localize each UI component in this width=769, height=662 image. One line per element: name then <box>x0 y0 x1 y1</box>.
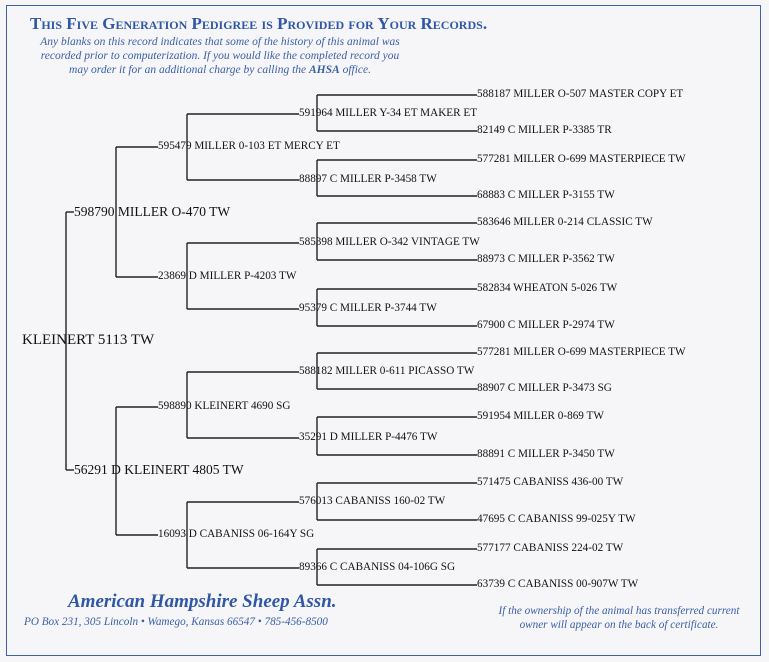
great-great-grandparent: 588187 MILLER O-507 MASTER COPY ET <box>477 88 684 100</box>
certificate-border <box>6 5 761 656</box>
great-grandparent: 585398 MILLER O-342 VINTAGE TW <box>299 236 480 248</box>
maternal-grandsire: 598890 KLEINERT 4690 SG <box>158 400 291 412</box>
great-grandparent: 95379 C MILLER P-3744 TW <box>299 302 437 314</box>
transfer-note: If the ownership of the animal has trans… <box>498 605 740 631</box>
great-grandparent: 588182 MILLER 0-611 PICASSO TW <box>299 365 475 377</box>
association-name: American Hampshire Sheep Assn. <box>68 591 337 612</box>
great-great-grandparent: 68883 C MILLER P-3155 TW <box>477 189 615 201</box>
great-great-grandparent: 88973 C MILLER P-3562 TW <box>477 253 615 265</box>
great-grandparent: 88897 C MILLER P-3458 TW <box>299 173 437 185</box>
association-address: PO Box 231, 305 Lincoln • Wamego, Kansas… <box>24 616 328 628</box>
sire: 598790 MILLER O-470 TW <box>74 204 231 219</box>
records-notice: Any blanks on this record indicates that… <box>40 36 400 76</box>
great-great-grandparent: 577177 CABANISS 224-02 TW <box>477 542 624 554</box>
paternal-grandsire: 595479 MILLER 0-103 ET MERCY ET <box>158 140 340 152</box>
ahsa-abbrev: AHSA <box>309 64 340 76</box>
great-great-grandparent: 577281 MILLER O-699 MASTERPIECE TW <box>477 346 686 358</box>
great-grandparent: 576013 CABANISS 160-02 TW <box>299 495 446 507</box>
great-grandparent: 89366 C CABANISS 04-106G SG <box>299 561 456 573</box>
pedigree-title: This Five Generation Pedigree is Provide… <box>30 14 488 33</box>
great-great-grandparent: 583646 MILLER 0-214 CLASSIC TW <box>477 216 653 228</box>
great-grandparent: 591964 MILLER Y-34 ET MAKER ET <box>299 107 478 119</box>
great-great-grandparent: 82149 C MILLER P-3385 TR <box>477 124 612 136</box>
maternal-granddam: 16093 D CABANISS 06-164Y SG <box>158 528 315 540</box>
great-great-grandparent: 88907 C MILLER P-3473 SG <box>477 382 612 394</box>
paternal-granddam: 23869 D MILLER P-4203 TW <box>158 270 297 282</box>
great-great-grandparent: 88891 C MILLER P-3450 TW <box>477 448 615 460</box>
great-great-grandparent: 582834 WHEATON 5-026 TW <box>477 282 618 294</box>
great-great-grandparent: 47695 C CABANISS 99-025Y TW <box>477 513 636 525</box>
animal-name: KLEINERT 5113 TW <box>22 332 155 348</box>
great-great-grandparent: 63739 C CABANISS 00-907W TW <box>477 578 639 590</box>
great-great-grandparent: 591954 MILLER 0-869 TW <box>477 410 604 422</box>
great-great-grandparent: 577281 MILLER O-699 MASTERPIECE TW <box>477 153 686 165</box>
dam: 56291 D KLEINERT 4805 TW <box>74 462 244 477</box>
great-grandparent: 35291 D MILLER P-4476 TW <box>299 431 438 443</box>
great-great-grandparent: 571475 CABANISS 436-00 TW <box>477 476 624 488</box>
great-great-grandparent: 67900 C MILLER P-2974 TW <box>477 319 615 331</box>
